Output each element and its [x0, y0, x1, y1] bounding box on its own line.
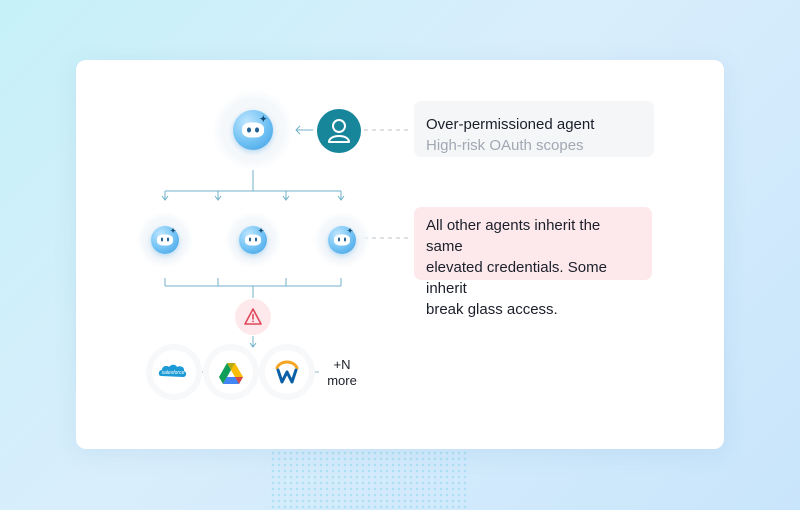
child-agent-robot-icon: ✦ [239, 226, 267, 254]
child-agent-robot-icon: ✦ [151, 226, 179, 254]
user-avatar-icon [317, 109, 361, 153]
callout-line: All other agents inherit the same [426, 217, 601, 255]
inherit-credentials-callout: All other agents inherit the same elevat… [414, 207, 652, 318]
top-agent-robot-icon: ✦ [233, 110, 273, 150]
callout-subtitle: High-risk OAuth scopes [426, 137, 584, 154]
svg-text:salesforce: salesforce [162, 370, 185, 376]
child-agent-robot-icon: ✦ [328, 226, 356, 254]
more-count: +N [333, 357, 351, 372]
connector-lines [161, 125, 412, 373]
over-permissioned-callout: Over-permissioned agent High-risk OAuth … [414, 101, 654, 157]
warning-triangle-icon [235, 299, 271, 335]
workday-logo-icon [265, 350, 309, 394]
dot-pattern-decoration [270, 450, 470, 510]
callout-title: Over-permissioned agent [426, 116, 595, 133]
callout-line: break glass access. [426, 301, 558, 318]
more-apps-label: +N more [320, 357, 364, 389]
google-drive-logo-icon [209, 350, 253, 394]
salesforce-logo-icon: salesforce [152, 350, 196, 394]
more-text: more [327, 373, 357, 388]
callout-line: elevated credentials. Some inherit [426, 259, 607, 297]
